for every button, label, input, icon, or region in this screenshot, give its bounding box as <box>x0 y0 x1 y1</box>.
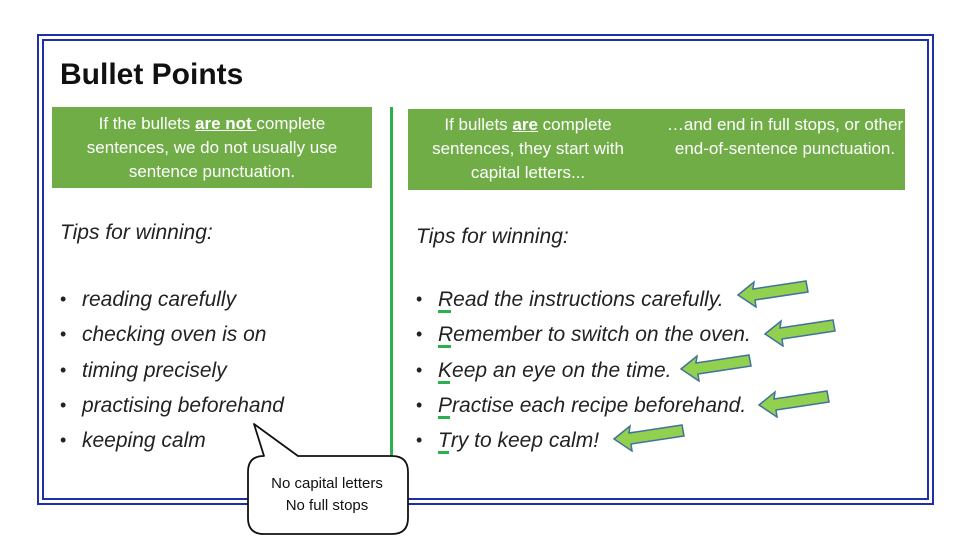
arrow-icon <box>763 319 836 347</box>
capital-letter: R <box>438 282 453 317</box>
item-text: emember to switch on the oven. <box>453 323 751 347</box>
column-divider <box>390 107 393 461</box>
capital-letter: R <box>438 317 453 352</box>
arrow-icon <box>679 354 752 382</box>
item-text: ry to keep calm! <box>450 429 600 453</box>
right-tips-heading: Tips for winning: <box>416 225 569 248</box>
list-item: Practise each recipe beforehand. <box>416 388 751 423</box>
right-rule-box: If bullets are complete sentences, they … <box>408 109 905 190</box>
list-item: practising beforehand <box>60 388 284 423</box>
right-rule-text-pre: If bullets <box>444 115 513 134</box>
capital-letter: K <box>438 353 452 388</box>
right-rule-col-punctuation: …and end in full stops, or other end-of-… <box>666 115 904 158</box>
left-bullet-list: reading carefully checking oven is on ti… <box>60 282 284 458</box>
list-item: keeping calm <box>60 423 284 458</box>
callout-line: No capital letters <box>271 475 383 492</box>
left-tips-heading: Tips for winning: <box>60 221 213 244</box>
list-item: timing precisely <box>60 353 284 388</box>
speech-bubble-icon <box>247 423 409 535</box>
left-rule-text-pre: If the bullets <box>98 113 195 133</box>
left-rule-emphasis: are not <box>195 113 257 133</box>
capital-letter: P <box>438 388 452 423</box>
arrow-icon <box>736 280 809 308</box>
capital-letter: T <box>438 423 451 458</box>
item-text: ead the instructions carefully. <box>453 288 724 311</box>
callout-line: No full stops <box>285 497 369 514</box>
list-item: Remember to switch on the oven. <box>416 317 751 352</box>
list-item: Read the instructions carefully. <box>416 282 751 317</box>
arrow-icon <box>757 390 830 418</box>
right-rule-text-post: complete sentences, they start with capi… <box>432 115 624 182</box>
list-item: Keep an eye on the time. <box>416 353 751 388</box>
arrow-icon <box>612 424 685 452</box>
list-item: checking oven is on <box>60 317 284 352</box>
right-rule-col-capitals: If bullets are complete sentences, they … <box>408 113 648 185</box>
item-text: eep an eye on the time. <box>452 358 672 382</box>
inner-frame <box>42 39 929 500</box>
list-item: reading carefully <box>60 282 284 317</box>
right-bullet-list: Read the instructions carefully. Remembe… <box>416 282 751 458</box>
left-rule-box: If the bullets are not complete sentence… <box>52 107 372 188</box>
page-title: Bullet Points <box>60 58 244 91</box>
callout-text: No capital letters No full stops <box>246 473 408 517</box>
outer-frame <box>37 34 934 505</box>
left-rule-text-post: complete sentences, we do not usually us… <box>86 113 338 181</box>
right-rule-emphasis: are <box>512 115 538 134</box>
item-text: ractise each recipe beforehand. <box>452 393 747 417</box>
list-item: Try to keep calm! <box>416 423 751 458</box>
